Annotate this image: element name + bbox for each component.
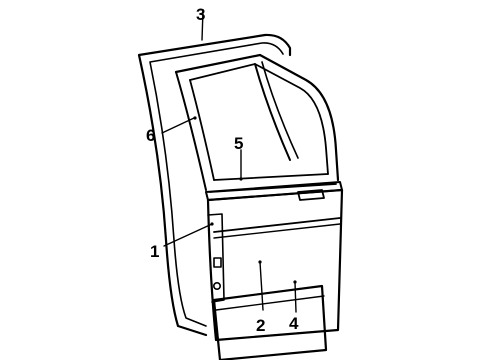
- callout-4: 4: [289, 314, 299, 333]
- callout-6: 6: [146, 126, 155, 145]
- door-window-frame: [174, 53, 340, 193]
- door-handle-icon: [297, 189, 325, 201]
- door-latch-icon: [213, 257, 222, 268]
- callout-2: 2: [256, 316, 265, 335]
- callout-5: 5: [234, 134, 243, 153]
- lower-door-molding: [212, 284, 328, 360]
- outer-door-panel: [206, 188, 344, 342]
- callout-1: 1: [150, 242, 159, 261]
- door-weatherstrip-seal: [137, 33, 292, 337]
- door-lock-icon: [213, 281, 222, 290]
- leader-lines: [161, 9, 297, 313]
- callout-3: 3: [196, 5, 205, 24]
